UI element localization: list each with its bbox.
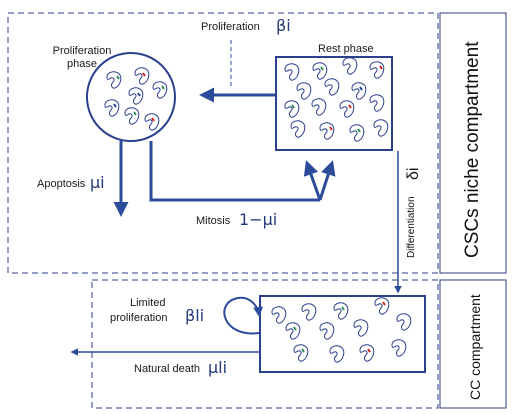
niche-compartment-title: CSCs niche compartment xyxy=(462,41,483,258)
limited-proliferation-loop xyxy=(223,296,264,335)
proliferation-phase-label: Proliferation phase xyxy=(52,45,112,70)
differentiation-symbol: δi xyxy=(405,167,422,180)
cc-compartment-title: CC compartment xyxy=(467,294,483,400)
differentiation-label: Differentiation xyxy=(406,196,417,258)
limited-proliferation-label-line2: proliferation xyxy=(110,312,168,324)
apoptosis-label: Apoptosis xyxy=(37,178,86,190)
cc-cells xyxy=(271,297,412,363)
limited-proliferation-label-line1: Limited xyxy=(130,297,166,309)
natural-death-symbol: μli xyxy=(208,358,228,377)
proliferation-label: Proliferation xyxy=(201,21,260,33)
niche-compartment-boundary xyxy=(7,12,439,274)
proliferation-symbol: βi xyxy=(276,16,291,35)
mitosis-path xyxy=(149,141,320,202)
apoptosis-symbol: μi xyxy=(90,173,105,192)
cc-title-box xyxy=(439,279,507,409)
niche-title-box xyxy=(439,12,507,274)
mitosis-arrow-right xyxy=(318,160,336,201)
rest-phase-label: Rest phase xyxy=(318,43,374,55)
limited-proliferation-symbol: βli xyxy=(185,306,205,325)
proliferation-cells xyxy=(104,67,168,131)
mitosis-label: Mitosis xyxy=(196,215,231,227)
rest-phase-cells xyxy=(284,57,389,142)
mitosis-symbol: 1−μi xyxy=(239,210,278,229)
mitosis-arrow-left xyxy=(303,160,322,201)
natural-death-label: Natural death xyxy=(134,363,201,375)
cc-compartment-boundary xyxy=(91,279,439,409)
